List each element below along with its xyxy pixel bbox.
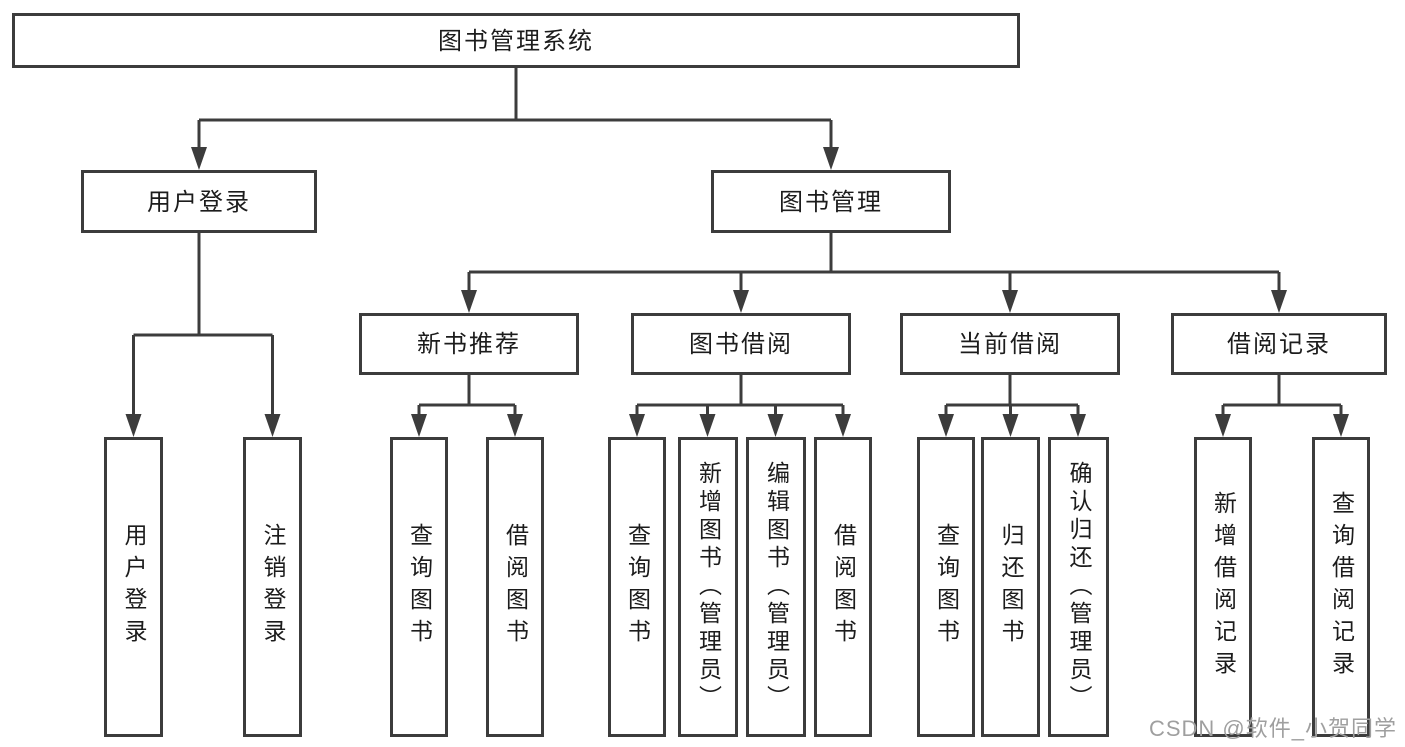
leaf-borrow-borrow-books: 借阅图书	[814, 437, 872, 737]
leaf-borrow-add-books-admin: 新增图书（管理员）	[678, 437, 738, 737]
leaf-records-query-record: 查询借阅记录	[1312, 437, 1370, 737]
node-borrowing-records: 借阅记录	[1171, 313, 1387, 375]
leaf-borrow-edit-books-admin: 编辑图书（管理员）	[746, 437, 806, 737]
leaf-newbook-borrow-books: 借阅图书	[486, 437, 544, 737]
leaf-user-login: 用户登录	[104, 437, 163, 737]
leaf-logout: 注销登录	[243, 437, 302, 737]
node-new-book-recommendation: 新书推荐	[359, 313, 579, 375]
node-current-borrowing: 当前借阅	[900, 313, 1120, 375]
node-book-management-system: 图书管理系统	[12, 13, 1020, 68]
leaf-records-add-record: 新增借阅记录	[1194, 437, 1252, 737]
leaf-borrow-query-books: 查询图书	[608, 437, 666, 737]
leaf-current-query-books: 查询图书	[917, 437, 975, 737]
leaf-newbook-query-books: 查询图书	[390, 437, 448, 737]
leaf-current-return-books: 归还图书	[981, 437, 1040, 737]
node-book-borrowing: 图书借阅	[631, 313, 851, 375]
node-book-management: 图书管理	[711, 170, 951, 233]
node-user-login: 用户登录	[81, 170, 317, 233]
csdn-watermark: CSDN @软件_小贺同学	[1148, 716, 1397, 741]
leaf-current-confirm-return-admin: 确认归还（管理员）	[1048, 437, 1109, 737]
